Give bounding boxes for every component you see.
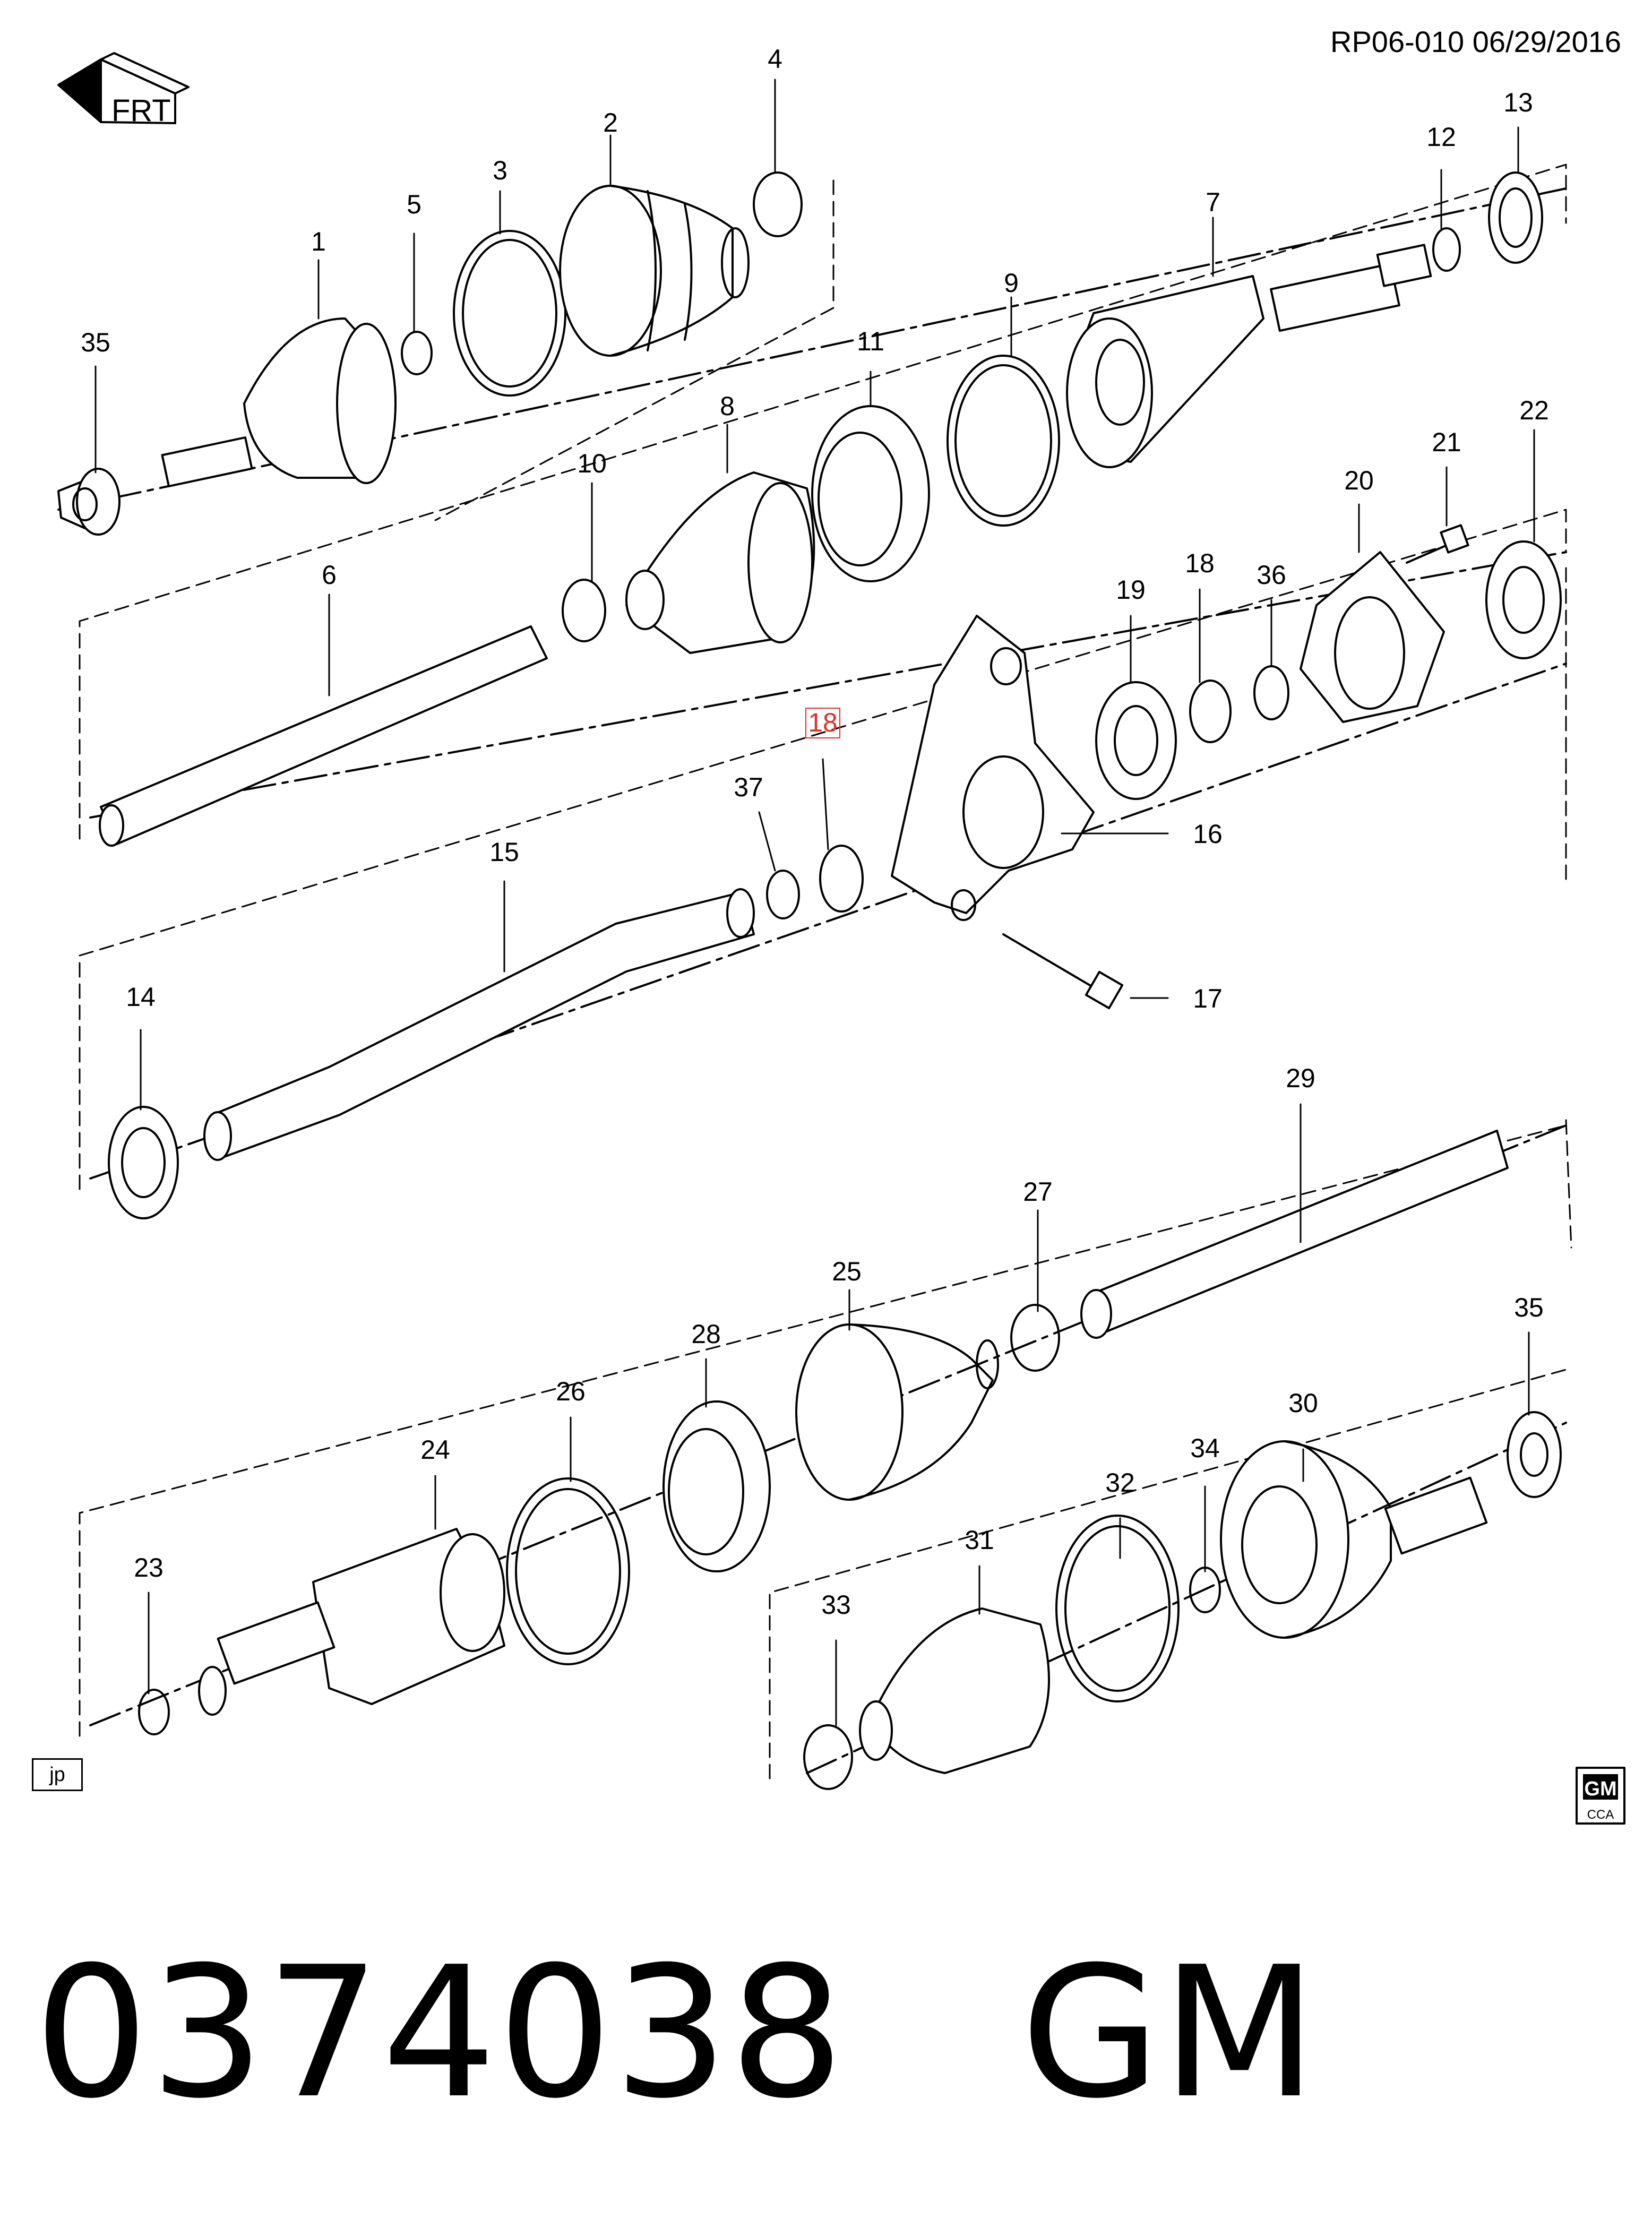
callout-9: 9 bbox=[1004, 268, 1019, 298]
exploded-drive-axle-diagram: FRT bbox=[57, 44, 1625, 1825]
callout-1: 1 bbox=[311, 227, 326, 256]
tripot-housing-lower bbox=[198, 1528, 505, 1716]
outer-boot-lower bbox=[859, 1607, 1050, 1774]
region-tag: jp bbox=[32, 1758, 83, 1791]
callout-24: 24 bbox=[420, 1435, 450, 1465]
inner-boot-upper bbox=[625, 471, 815, 654]
front-orientation-arrow: FRT bbox=[57, 52, 190, 128]
outer-boot-upper bbox=[559, 185, 750, 357]
outer-cv-joint bbox=[243, 317, 397, 484]
callout-18-highlighted: 18 bbox=[808, 708, 838, 737]
callout-8: 8 bbox=[720, 391, 735, 421]
gm-badge-bottom: CCA bbox=[1587, 1808, 1614, 1822]
callout-13: 13 bbox=[1503, 88, 1533, 117]
brand-name: GM bbox=[1020, 1928, 1319, 2138]
callout-10: 10 bbox=[577, 449, 607, 478]
callout-27: 27 bbox=[1023, 1177, 1053, 1207]
callout-16: 16 bbox=[1193, 819, 1223, 849]
callout-34: 34 bbox=[1190, 1433, 1220, 1463]
callout-19: 19 bbox=[1116, 575, 1146, 605]
callout-3: 3 bbox=[493, 156, 507, 185]
tripot-housing bbox=[1066, 244, 1432, 468]
part-number-footer: 0374038 GM bbox=[34, 1932, 1318, 2134]
callout-2: 2 bbox=[603, 108, 618, 137]
callout-4: 4 bbox=[768, 44, 782, 74]
callout-6: 6 bbox=[322, 560, 337, 590]
highlight-box bbox=[805, 708, 840, 738]
callout-7: 7 bbox=[1206, 187, 1220, 217]
callout-29: 29 bbox=[1286, 1063, 1315, 1093]
callout-35-top: 35 bbox=[81, 328, 110, 357]
outer-joint-lower-row bbox=[803, 1411, 1567, 1790]
bearing-flange bbox=[1300, 551, 1445, 723]
callout-18-upper: 18 bbox=[1185, 548, 1215, 578]
diagram-reference-date: RP06-010 06/29/2016 bbox=[1330, 25, 1621, 58]
callout-23: 23 bbox=[134, 1553, 164, 1582]
callout-numbers: 4 2 3 5 1 35 7 12 13 9 11 8 10 6 19 18 3… bbox=[81, 44, 1549, 1620]
inner-boot-lower bbox=[795, 1323, 999, 1501]
bracket-row bbox=[89, 615, 1567, 1219]
axle-nut-top bbox=[57, 468, 121, 536]
callout-26: 26 bbox=[556, 1377, 586, 1406]
callout-5: 5 bbox=[407, 190, 421, 219]
callout-35-bottom: 35 bbox=[1514, 1293, 1544, 1322]
lower-axle-row bbox=[89, 1124, 1567, 1735]
callout-30: 30 bbox=[1288, 1388, 1318, 1418]
callout-21: 21 bbox=[1432, 427, 1461, 457]
gm-cca-badge: GM CCA bbox=[1576, 1767, 1625, 1825]
part-number: 0374038 bbox=[34, 1928, 846, 2138]
orientation-label: FRT bbox=[111, 93, 171, 128]
upper-axle-row bbox=[57, 171, 1567, 536]
callout-11: 11 bbox=[857, 326, 884, 356]
callout-17: 17 bbox=[1193, 984, 1223, 1013]
callout-20: 20 bbox=[1344, 466, 1374, 495]
callout-12: 12 bbox=[1426, 122, 1456, 152]
outer-cv-joint-lower bbox=[1220, 1440, 1488, 1639]
intermediate-shaft-bracket bbox=[891, 615, 1095, 921]
callout-37: 37 bbox=[734, 772, 763, 802]
callout-36: 36 bbox=[1257, 560, 1286, 590]
callout-25: 25 bbox=[832, 1257, 862, 1286]
callout-32: 32 bbox=[1105, 1468, 1135, 1498]
callout-31: 31 bbox=[965, 1525, 994, 1555]
callout-22: 22 bbox=[1519, 395, 1549, 425]
leader-lines bbox=[94, 79, 1535, 1726]
group-frames bbox=[79, 164, 1572, 1779]
callout-14: 14 bbox=[126, 982, 156, 1012]
gm-badge-top: GM bbox=[1584, 1778, 1616, 1800]
callout-15: 15 bbox=[489, 837, 519, 867]
callout-33: 33 bbox=[821, 1590, 851, 1620]
callout-28: 28 bbox=[691, 1319, 721, 1349]
intermediate-shaft-row bbox=[89, 355, 1567, 847]
